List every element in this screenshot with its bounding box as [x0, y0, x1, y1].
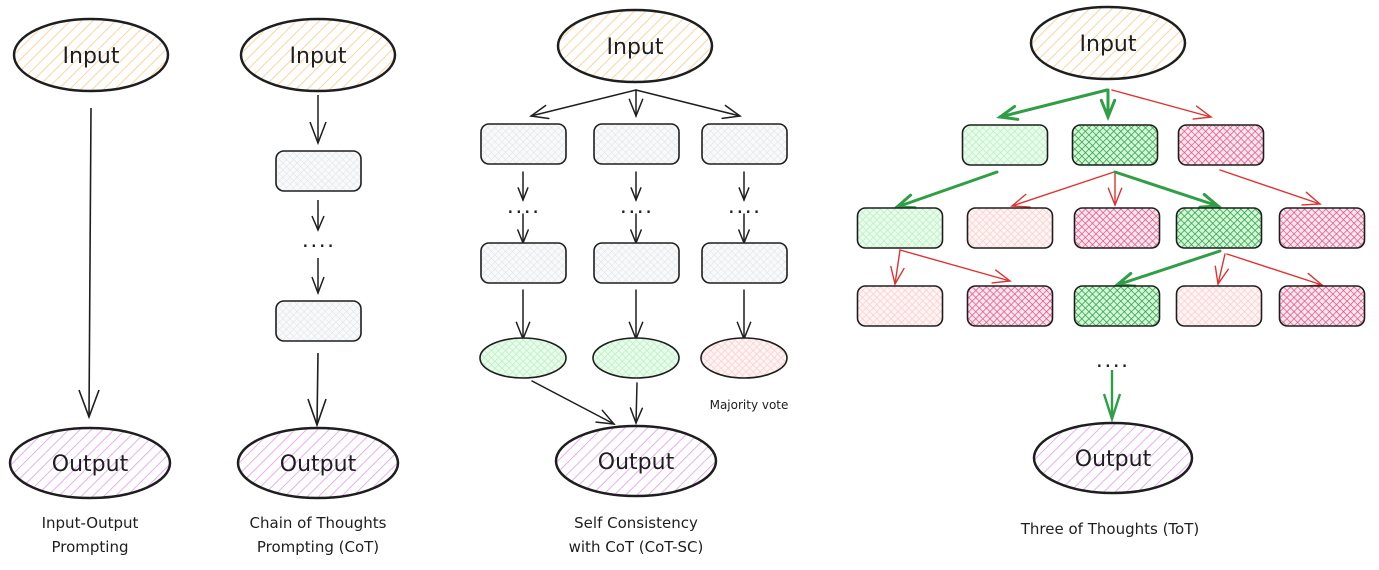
arrow-icon — [311, 200, 325, 232]
thought-tree — [856, 88, 1366, 327]
arrow-icon — [517, 171, 529, 203]
thought-box — [856, 207, 944, 249]
ellipsis: .... — [727, 201, 761, 217]
caption-line-1: Three of Thoughts (ToT) — [1020, 520, 1199, 538]
arrow-icon — [1010, 171, 1115, 208]
arrow-icon — [996, 88, 1109, 121]
arrow-icon — [1099, 88, 1117, 122]
arrow-icon — [1102, 370, 1122, 423]
arrow-icon — [1111, 89, 1213, 120]
arrow-icon — [899, 249, 1012, 284]
thought-box — [961, 124, 1049, 166]
answer-node-good — [592, 337, 680, 379]
thought-box — [480, 242, 567, 284]
caption-line-1: Self Consistency — [574, 514, 698, 532]
thought-box — [1073, 285, 1161, 327]
arrow-icon — [628, 89, 644, 119]
arrow-icon — [628, 289, 644, 342]
output-node — [1032, 421, 1194, 495]
arrow-icon — [890, 249, 905, 286]
thought-box — [701, 123, 788, 165]
arrow-icon — [78, 107, 100, 420]
thought-box — [593, 242, 680, 284]
panel-io: Input Output Input-Output Prompting — [8, 17, 172, 556]
thought-box — [1175, 207, 1263, 249]
caption-line-2: Prompting — [51, 538, 128, 556]
arrow-icon — [1113, 249, 1222, 288]
input-label: Input — [607, 35, 664, 60]
arrow-icon — [1107, 171, 1123, 207]
panel-cot: Input .... Output Chain of Thoughts Prom… — [236, 17, 400, 556]
input-label: Input — [1080, 32, 1137, 57]
arrow-icon — [531, 380, 616, 425]
arrow-icon — [1113, 170, 1222, 209]
input-node — [239, 17, 397, 93]
thought-box — [1278, 207, 1366, 249]
input-node — [556, 8, 714, 84]
answer-node-bad — [700, 337, 788, 379]
output-label: Output — [52, 452, 129, 477]
ellipsis: .... — [301, 235, 335, 251]
arrow-icon — [738, 171, 750, 203]
output-node — [236, 426, 400, 500]
ellipsis: .... — [1095, 355, 1129, 371]
arrow-icon — [309, 95, 327, 146]
caption-line-1: Chain of Thoughts — [250, 514, 387, 532]
input-label: Input — [63, 44, 120, 69]
output-label: Output — [1075, 447, 1152, 472]
arrow-icon — [529, 89, 637, 120]
input-node — [12, 17, 170, 93]
answer-node-good — [479, 337, 567, 379]
arrow-icon — [1219, 169, 1322, 206]
thought-box — [966, 285, 1054, 327]
ellipsis: .... — [619, 201, 653, 217]
thought-box — [856, 285, 944, 327]
ellipsis: .... — [506, 201, 540, 217]
arrow-icon — [738, 213, 750, 246]
caption-line-2: Prompting (CoT) — [257, 538, 379, 556]
chain: .... — [592, 89, 680, 379]
output-label: Output — [598, 450, 675, 475]
thought-box — [1175, 285, 1263, 327]
arrow-icon — [736, 289, 752, 342]
output-node — [554, 424, 718, 498]
arrow-icon — [307, 352, 327, 428]
arrow-icon — [1214, 253, 1230, 286]
panel-cot-sc: Input ............ Majority vote Output … — [479, 8, 789, 556]
chains: ............ — [479, 89, 788, 426]
arrow-icon — [629, 382, 644, 426]
thought-box — [701, 242, 788, 284]
thought-box — [275, 300, 362, 342]
chain: .... — [635, 89, 788, 379]
thought-box — [1278, 285, 1366, 327]
input-node — [1029, 5, 1187, 81]
output-node — [8, 426, 172, 500]
arrow-icon — [635, 89, 742, 120]
thought-box — [480, 123, 567, 165]
panel-tot: Input .... Output Three of Thoughts (ToT… — [856, 5, 1366, 538]
thought-box — [593, 123, 680, 165]
arrow-icon — [630, 213, 642, 246]
input-label: Input — [290, 44, 347, 69]
thought-box — [275, 150, 362, 192]
thought-box — [1073, 207, 1161, 249]
arrow-icon — [517, 213, 529, 246]
thought-box — [1177, 124, 1265, 166]
arrow-icon — [311, 258, 325, 296]
caption-line-2: with CoT (CoT-SC) — [569, 538, 704, 556]
majority-vote-note: Majority vote — [710, 398, 789, 412]
output-label: Output — [280, 452, 357, 477]
arrow-icon — [630, 171, 642, 203]
arrow-icon — [893, 170, 999, 210]
arrow-icon — [1226, 253, 1324, 287]
caption-line-1: Input-Output — [42, 514, 139, 532]
chain: .... — [479, 89, 637, 379]
thought-box — [1071, 124, 1159, 166]
thought-box — [966, 207, 1054, 249]
arrow-icon — [515, 289, 531, 342]
